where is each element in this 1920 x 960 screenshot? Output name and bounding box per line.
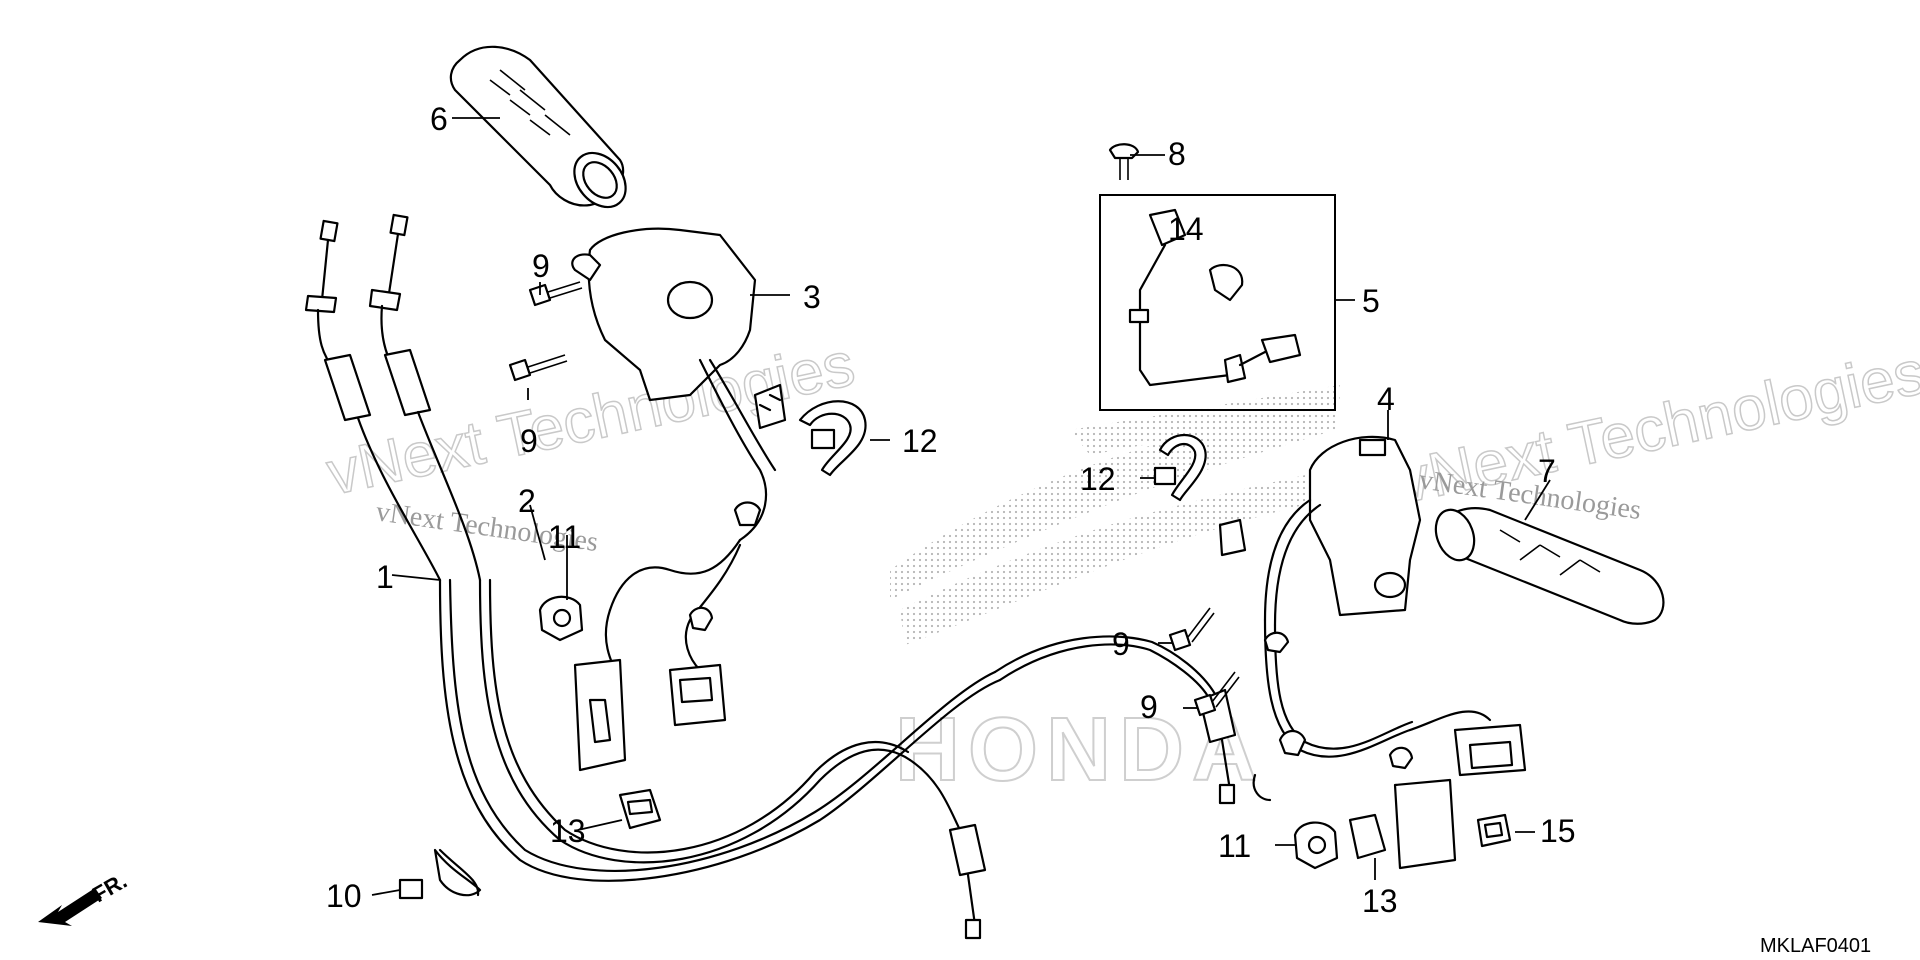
callout-11: 11: [1218, 828, 1251, 864]
bolt-left-upper: [528, 281, 583, 307]
callout-13: 13: [1362, 883, 1398, 919]
callout-8: 8: [1168, 136, 1186, 172]
callout-12: 12: [902, 423, 938, 459]
callout-4: 4: [1377, 381, 1395, 417]
right-wiring-harness: [1252, 618, 1527, 870]
bolt-left-lower: [508, 354, 568, 382]
switch-assembly-box: [1099, 194, 1336, 411]
callout-13: 13: [550, 813, 586, 849]
callout-12: 12: [1080, 461, 1116, 497]
throttle-cables: [304, 213, 1237, 940]
clip-right-15: [1476, 813, 1512, 848]
callout-9: 9: [532, 248, 550, 284]
band-clamp-right: [1153, 434, 1207, 502]
callout-9: 9: [520, 423, 538, 459]
tie-band: [398, 848, 482, 900]
callout-10: 10: [326, 878, 362, 914]
callout-6: 6: [430, 101, 448, 137]
callout-9: 9: [1140, 689, 1158, 725]
callouts: 6 3 9 9 12 2 11 1 13 10 8 14 5 4 12 7 9 …: [326, 101, 1576, 919]
bolt-right-lower: [1193, 671, 1240, 717]
right-grip: [1434, 507, 1665, 625]
direction-arrow-icon: FR.: [38, 868, 131, 926]
screw-8: [1108, 143, 1140, 180]
callout-2: 2: [518, 483, 536, 519]
diagram-code: MKLAF0401: [1760, 935, 1871, 957]
honda-wing-logo: HONDA: [890, 385, 1340, 801]
clip-left: [538, 595, 584, 642]
callout-15: 15: [1540, 813, 1576, 849]
callout-1: 1: [376, 559, 394, 595]
callout-5: 5: [1362, 283, 1380, 319]
bolt-right-upper: [1168, 607, 1215, 652]
leader-lines: [371, 117, 1551, 896]
callout-9: 9: [1112, 626, 1130, 662]
left-grip: [449, 45, 627, 209]
left-wiring-harness: [573, 383, 787, 772]
clip-right-13: [1348, 813, 1387, 860]
honda-logo-text: HONDA: [895, 700, 1265, 800]
callout-7: 7: [1538, 453, 1556, 489]
band-clamp-left: [798, 400, 867, 477]
clip-left-13: [618, 788, 662, 830]
left-switch-housing: [571, 227, 777, 542]
right-switch-housing: [1218, 435, 1422, 627]
callout-3: 3: [803, 279, 821, 315]
callout-14: 14: [1168, 211, 1204, 247]
callout-11: 11: [548, 519, 581, 555]
clip-right-11: [1293, 821, 1339, 870]
